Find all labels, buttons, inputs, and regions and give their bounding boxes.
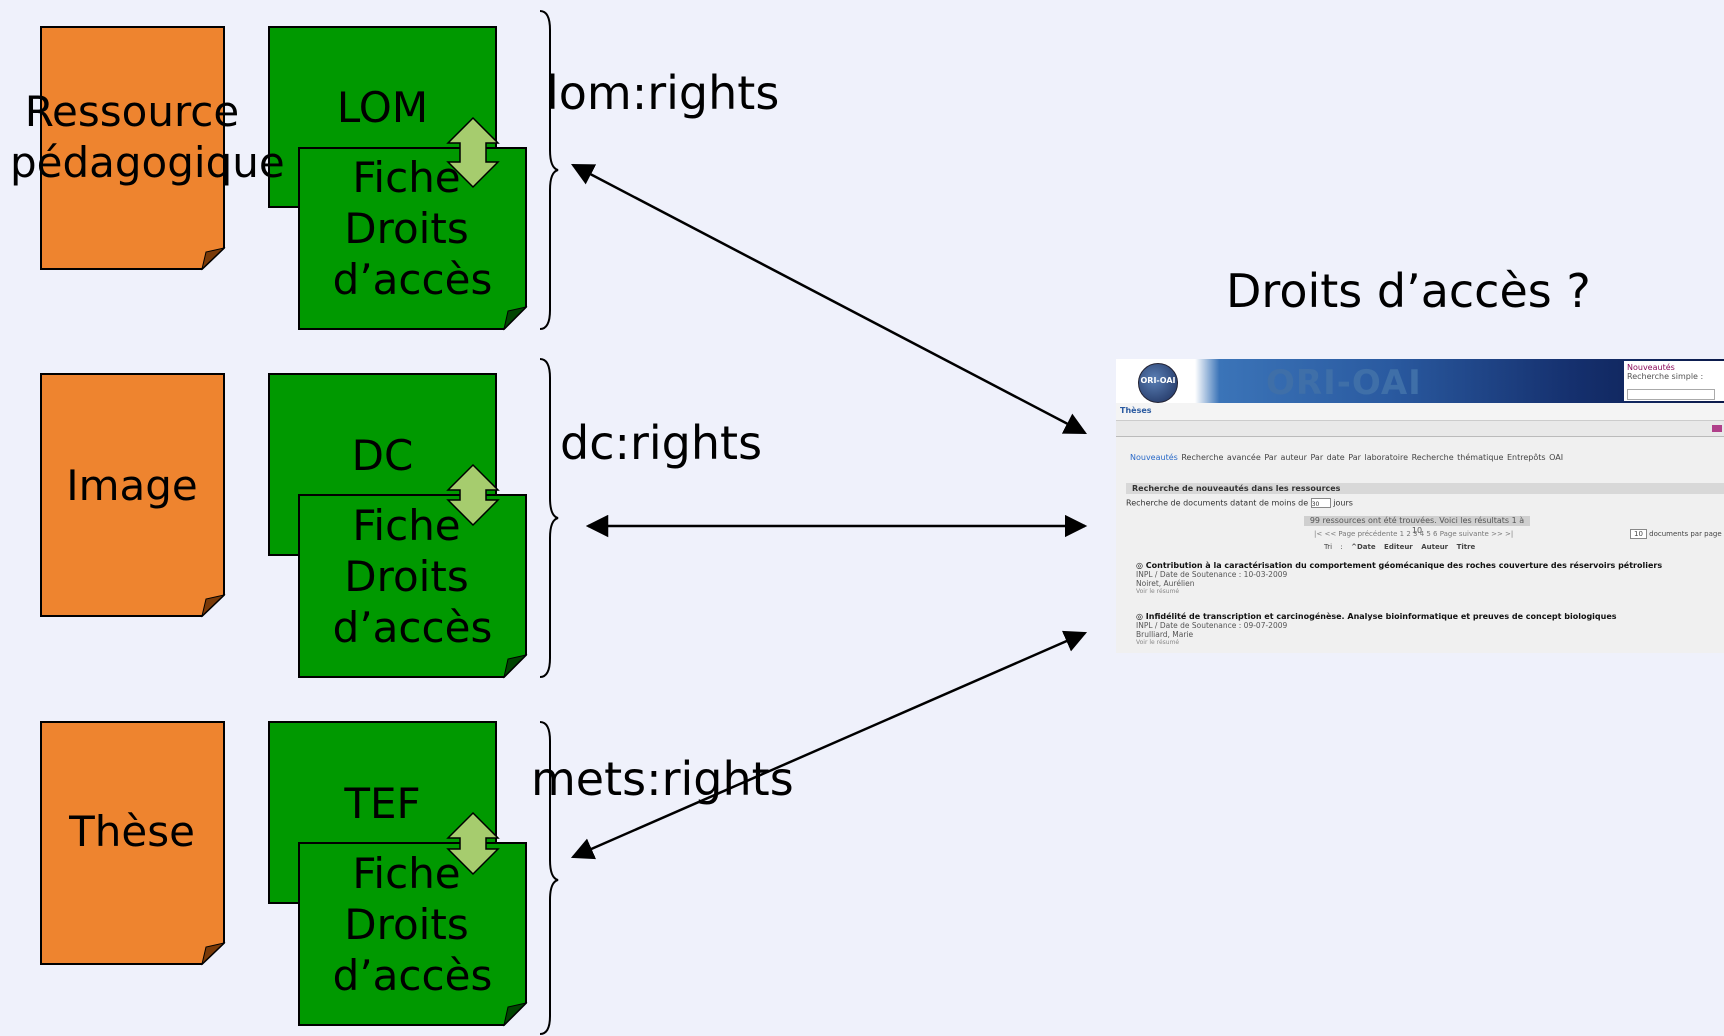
section-title: Recherche de nouveautés dans les ressour…	[1126, 483, 1724, 494]
result-author: Noiret, Aurélien	[1136, 579, 1195, 588]
ori-oai-logo-icon: ORI-OAI	[1138, 363, 1178, 403]
fiche-label: Fiche Droits d’accès	[299, 152, 526, 305]
fiche-label-line: Fiche	[352, 153, 461, 202]
bidirectional-mapping-arrow	[446, 463, 500, 527]
fiche-doc-fold	[503, 306, 528, 331]
nav-item[interactable]: Par auteur	[1264, 453, 1307, 462]
breadcrumb[interactable]: Thèses	[1120, 406, 1152, 415]
quick-search-input[interactable]	[1627, 389, 1715, 400]
sort-bar: Tri : ^Date Editeur Auteur Titre	[1324, 543, 1475, 551]
logo-text: ORI-OAI	[1140, 376, 1176, 385]
days-value: 30	[1311, 501, 1320, 508]
fiche-label: Fiche Droits d’accès	[299, 848, 526, 1001]
fiche-doc-fold	[503, 654, 528, 679]
resource-label-line: pédagogique	[10, 138, 285, 188]
nav-item[interactable]: Entrepôts OAI	[1506, 453, 1564, 462]
format-label: LOM	[336, 83, 429, 132]
bidirectional-mapping-arrow	[446, 811, 500, 876]
resource-label-line: Thèse	[69, 807, 195, 856]
fiche-label-line: Fiche	[352, 849, 461, 898]
fiche-label-line: d’accès	[332, 951, 493, 1000]
grouping-brace	[539, 10, 559, 330]
fiche-label-line: d’accès	[332, 255, 493, 304]
rights-label: dc:rights	[560, 416, 763, 470]
row-ressource	[40, 10, 559, 331]
quick-search-label: Recherche simple :	[1627, 372, 1704, 381]
sort-label: Tri :	[1324, 543, 1343, 551]
nav-item[interactable]: Par date	[1310, 453, 1345, 462]
format-label: TEF	[344, 779, 421, 828]
result-abstract-link[interactable]: Voir le résumé	[1136, 588, 1180, 595]
fiche-label-line: Droits	[344, 552, 469, 601]
ori-oai-screenshot: ORI-OAI ORI-OAI Nouveautés Recherche sim…	[1116, 359, 1724, 653]
sort-field[interactable]: Editeur	[1384, 543, 1413, 551]
fiche-doc-fold	[503, 1002, 528, 1027]
resource-label-line: Ressource	[24, 87, 240, 136]
days-select[interactable]: 30	[1310, 498, 1331, 508]
fiche-label-line: Droits	[344, 204, 469, 253]
fiche-label-line: Droits	[344, 900, 469, 949]
question-label: Droits d’accès ?	[1226, 264, 1591, 318]
sort-field[interactable]: ^Date	[1351, 543, 1376, 551]
nav-item[interactable]: Par laboratoire	[1348, 453, 1409, 462]
result-abstract-link[interactable]: Voir le résumé	[1136, 639, 1180, 646]
mail-icon[interactable]	[1712, 425, 1722, 432]
quick-link-nouveautes[interactable]: Nouveautés	[1627, 363, 1675, 372]
sort-field[interactable]: Titre	[1456, 543, 1476, 551]
site-banner	[1116, 359, 1724, 403]
nav-menu: Nouveautés Recherche avancée Par auteur …	[1130, 453, 1563, 462]
nav-item[interactable]: Recherche thématique	[1411, 453, 1504, 462]
grouping-brace	[539, 721, 559, 1035]
toolbar	[1116, 421, 1724, 437]
result-title[interactable]: ◎ Infidélité de transcription et carcino…	[1136, 612, 1617, 621]
resource-label-line: Image	[66, 461, 198, 510]
per-page-select[interactable]: 10	[1630, 529, 1647, 539]
nav-item[interactable]: Recherche avancée	[1181, 453, 1261, 462]
resource-label: Thèse	[10, 806, 254, 857]
result-meta: INPL / Date de Soutenance : 10-03-2009	[1136, 570, 1288, 579]
rights-label: lom:rights	[546, 66, 780, 120]
date-filter-label: Recherche de documents datant de moins d…	[1126, 498, 1309, 508]
result-title-text: Infidélité de transcription et carcinogé…	[1145, 612, 1617, 621]
resource-doc-fold	[201, 594, 226, 618]
resource-label: Ressource pédagogique	[10, 86, 285, 188]
breadcrumb-bar: Thèses	[1116, 403, 1724, 421]
fiche-label: Fiche Droits d’accès	[299, 500, 526, 653]
results-count: 99 ressources ont été trouvées. Voici le…	[1304, 516, 1530, 535]
per-page: 10 documents par page	[1630, 529, 1722, 539]
format-label: DC	[351, 431, 414, 480]
row-these	[40, 721, 559, 1035]
fiche-label-line: d’accès	[332, 603, 493, 652]
result-title[interactable]: ◎ Contribution à la caractérisation du c…	[1136, 561, 1663, 570]
resource-label: Image	[10, 460, 254, 511]
date-filter-unit: jours	[1333, 498, 1353, 508]
result-item: ◎ Contribution à la caractérisation du c…	[1136, 561, 1662, 595]
result-author: Brulliard, Marie	[1136, 630, 1194, 639]
result-item: ◎ Infidélité de transcription et carcino…	[1136, 612, 1617, 646]
arrow-mets-rights	[570, 630, 1088, 860]
nav-item[interactable]: Nouveautés	[1130, 453, 1178, 462]
result-meta: INPL / Date de Soutenance : 09-07-2009	[1136, 621, 1288, 630]
bidirectional-mapping-arrow	[446, 116, 500, 189]
row-image	[40, 358, 559, 679]
sort-field[interactable]: Auteur	[1421, 543, 1449, 551]
resource-doc-fold	[201, 942, 226, 966]
pagination[interactable]: |< << Page précédente 1 2 3 4 5 6 Page s…	[1314, 530, 1514, 538]
date-filter: Recherche de documents datant de moins d…	[1126, 498, 1353, 508]
grouping-brace	[539, 358, 559, 678]
arrow-lom-rights	[571, 163, 1087, 435]
per-page-label: documents par page	[1649, 530, 1722, 538]
result-title-text: Contribution à la caractérisation du com…	[1145, 561, 1663, 570]
quick-search-box: Nouveautés Recherche simple :	[1624, 361, 1724, 401]
rights-label: mets:rights	[531, 752, 794, 806]
resource-doc-fold	[201, 247, 226, 271]
fiche-label-line: Fiche	[352, 501, 461, 550]
site-brand: ORI-OAI	[1266, 363, 1422, 403]
